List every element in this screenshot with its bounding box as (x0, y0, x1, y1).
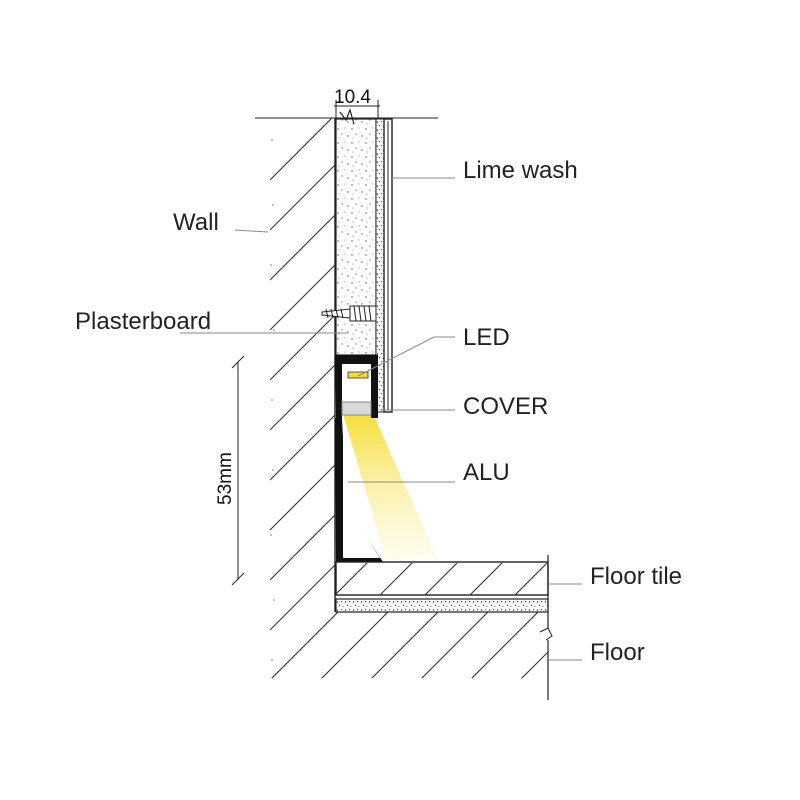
plasterboard-label: Plasterboard (75, 308, 211, 335)
led-leader (357, 336, 435, 377)
floor-tile (335, 561, 549, 596)
diffuser-cover (341, 401, 372, 416)
floor-tile-label: Floor tile (590, 563, 682, 590)
led-light-beam (343, 414, 436, 560)
led-chip (347, 371, 369, 379)
led-label: LED (463, 324, 510, 351)
width-dimension-label: 10.4 (334, 87, 371, 108)
screw-icon (321, 305, 377, 322)
aluminium-profile (335, 355, 384, 563)
floor-break-mark (539, 627, 553, 641)
wall-label: Wall (173, 209, 219, 236)
break-mark (339, 108, 355, 125)
cover-label: COVER (463, 393, 548, 420)
height-dimension-label: 53mm (215, 452, 236, 505)
wall-leader (234, 229, 269, 233)
floor-adhesive-layer (335, 598, 549, 613)
lime-wash-label: Lime wash (463, 157, 578, 184)
height-dimension: 53mm (215, 355, 245, 586)
alu-label: ALU (463, 459, 510, 486)
width-dimension: 10.4 (334, 87, 380, 118)
floor-label: Floor (590, 639, 645, 666)
